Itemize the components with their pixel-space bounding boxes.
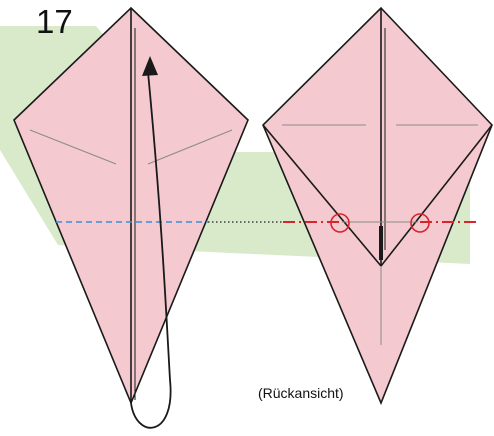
paper-shape-right <box>262 6 493 406</box>
crease-left-b <box>147 129 233 165</box>
back-view-model <box>262 6 493 406</box>
reference-circle-right-icon <box>410 213 430 233</box>
front-view-model <box>13 6 283 429</box>
step-number: 17 <box>36 3 73 40</box>
arrowhead-icon <box>142 56 158 76</box>
fold-arrow-icon <box>130 71 172 429</box>
reference-circle-left-icon <box>330 213 350 233</box>
center-slit <box>379 226 383 260</box>
crease-left-a <box>29 129 117 165</box>
view-label: (Rückansicht) <box>258 385 344 401</box>
